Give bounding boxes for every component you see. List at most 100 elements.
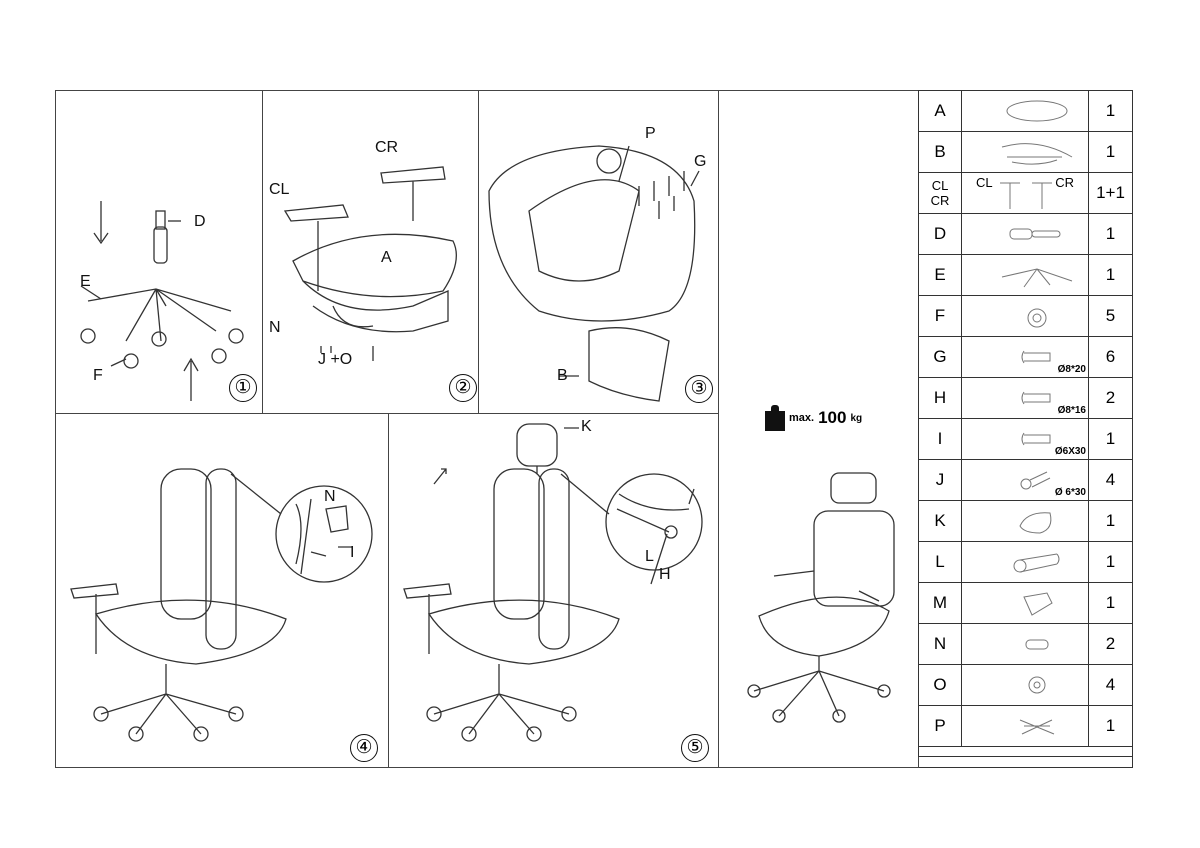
part-spec: Ø 6*30 xyxy=(1054,487,1086,498)
part-image xyxy=(961,295,1089,337)
label-i: I xyxy=(350,544,355,561)
label-l: L xyxy=(645,548,654,565)
part-quantity: 1 xyxy=(1088,418,1133,460)
label-e: E xyxy=(80,273,91,290)
caster-icon xyxy=(962,296,1088,336)
seat-armrest-drawing xyxy=(283,166,457,361)
part-spec: Ø6X30 xyxy=(1054,446,1086,457)
part-code: A xyxy=(918,90,962,132)
frame-mechanism-drawing xyxy=(488,145,700,402)
part-quantity: 1 xyxy=(1088,131,1133,173)
part-image xyxy=(961,90,1089,132)
part-image: Ø6X30 xyxy=(961,418,1089,460)
part-quantity: 1+1 xyxy=(1088,172,1133,214)
label-g: G xyxy=(694,153,707,170)
base-assembly-drawing xyxy=(80,201,244,401)
weight-value: 100 xyxy=(818,408,847,427)
tube-icon xyxy=(962,542,1088,582)
part-quantity: 4 xyxy=(1088,459,1133,501)
part-code: J xyxy=(918,459,962,501)
parts-row-empty xyxy=(918,746,1133,757)
label-a: A xyxy=(381,249,392,266)
label-f: F xyxy=(93,367,103,384)
step-number: ④ xyxy=(350,734,378,762)
part-quantity: 6 xyxy=(1088,336,1133,378)
weight-unit: kg xyxy=(850,412,863,424)
label-n: N xyxy=(324,488,336,505)
part-image xyxy=(961,623,1089,665)
label-cl: CL xyxy=(269,181,290,198)
headrest-assembly-drawing xyxy=(403,423,703,742)
step-number: ③ xyxy=(685,375,713,403)
part-quantity: 1 xyxy=(1088,541,1133,583)
bolt-icon: Ø8*16 xyxy=(962,378,1088,418)
label-k: K xyxy=(581,418,592,435)
label-h: H xyxy=(659,566,671,583)
label-cr: CR xyxy=(375,139,399,156)
seat-icon xyxy=(962,91,1088,131)
bracket-icon xyxy=(962,583,1088,623)
part-quantity: 2 xyxy=(1088,377,1133,419)
frame-icon xyxy=(962,132,1088,172)
part-image xyxy=(961,213,1089,255)
step-4-panel: N I ④ xyxy=(55,413,389,768)
bolt-icon: Ø6X30 xyxy=(962,419,1088,459)
weight-icon xyxy=(765,405,785,431)
mechanism-icon xyxy=(962,706,1088,746)
part-image: Ø8*16 xyxy=(961,377,1089,419)
finished-chair-drawing xyxy=(747,472,895,723)
part-spec: Ø8*16 xyxy=(1057,405,1086,416)
part-image xyxy=(961,541,1089,583)
step-1-panel: D E F ① xyxy=(55,90,263,414)
base-icon xyxy=(962,255,1088,295)
part-quantity: 5 xyxy=(1088,295,1133,337)
backrest-assembly-drawing xyxy=(70,468,373,742)
part-code: F xyxy=(918,295,962,337)
bolt-icon: Ø8*20 xyxy=(962,337,1088,377)
part-code: P xyxy=(918,705,962,747)
part-quantity: 1 xyxy=(1088,582,1133,624)
label-jo: J +O xyxy=(318,351,353,368)
part-image xyxy=(961,705,1089,747)
screw-icon: Ø 6*30 xyxy=(962,460,1088,500)
part-image xyxy=(961,582,1089,624)
clip-icon xyxy=(962,624,1088,664)
weight-prefix: max. xyxy=(789,412,815,424)
step-5-panel: K L H ⑤ xyxy=(388,413,719,768)
part-code: L xyxy=(918,541,962,583)
part-code: M xyxy=(918,582,962,624)
max-weight-badge: max. 100 kg xyxy=(765,405,862,431)
washer-icon xyxy=(962,665,1088,705)
part-image: CL CR xyxy=(961,172,1089,214)
part-quantity: 2 xyxy=(1088,623,1133,665)
gas-lift-icon xyxy=(962,214,1088,254)
empty-cell xyxy=(918,746,1133,757)
step-number: ② xyxy=(449,374,477,402)
armrest-icon: CL CR xyxy=(962,173,1088,213)
part-image: Ø8*20 xyxy=(961,336,1089,378)
part-quantity: 4 xyxy=(1088,664,1133,706)
part-code: B xyxy=(918,131,962,173)
part-code: I xyxy=(918,418,962,460)
step-3-panel: P G B ③ xyxy=(478,90,719,414)
part-image xyxy=(961,500,1089,542)
label-b: B xyxy=(557,367,568,384)
part-image xyxy=(961,254,1089,296)
part-code: H xyxy=(918,377,962,419)
part-code: E xyxy=(918,254,962,296)
part-code: K xyxy=(918,500,962,542)
